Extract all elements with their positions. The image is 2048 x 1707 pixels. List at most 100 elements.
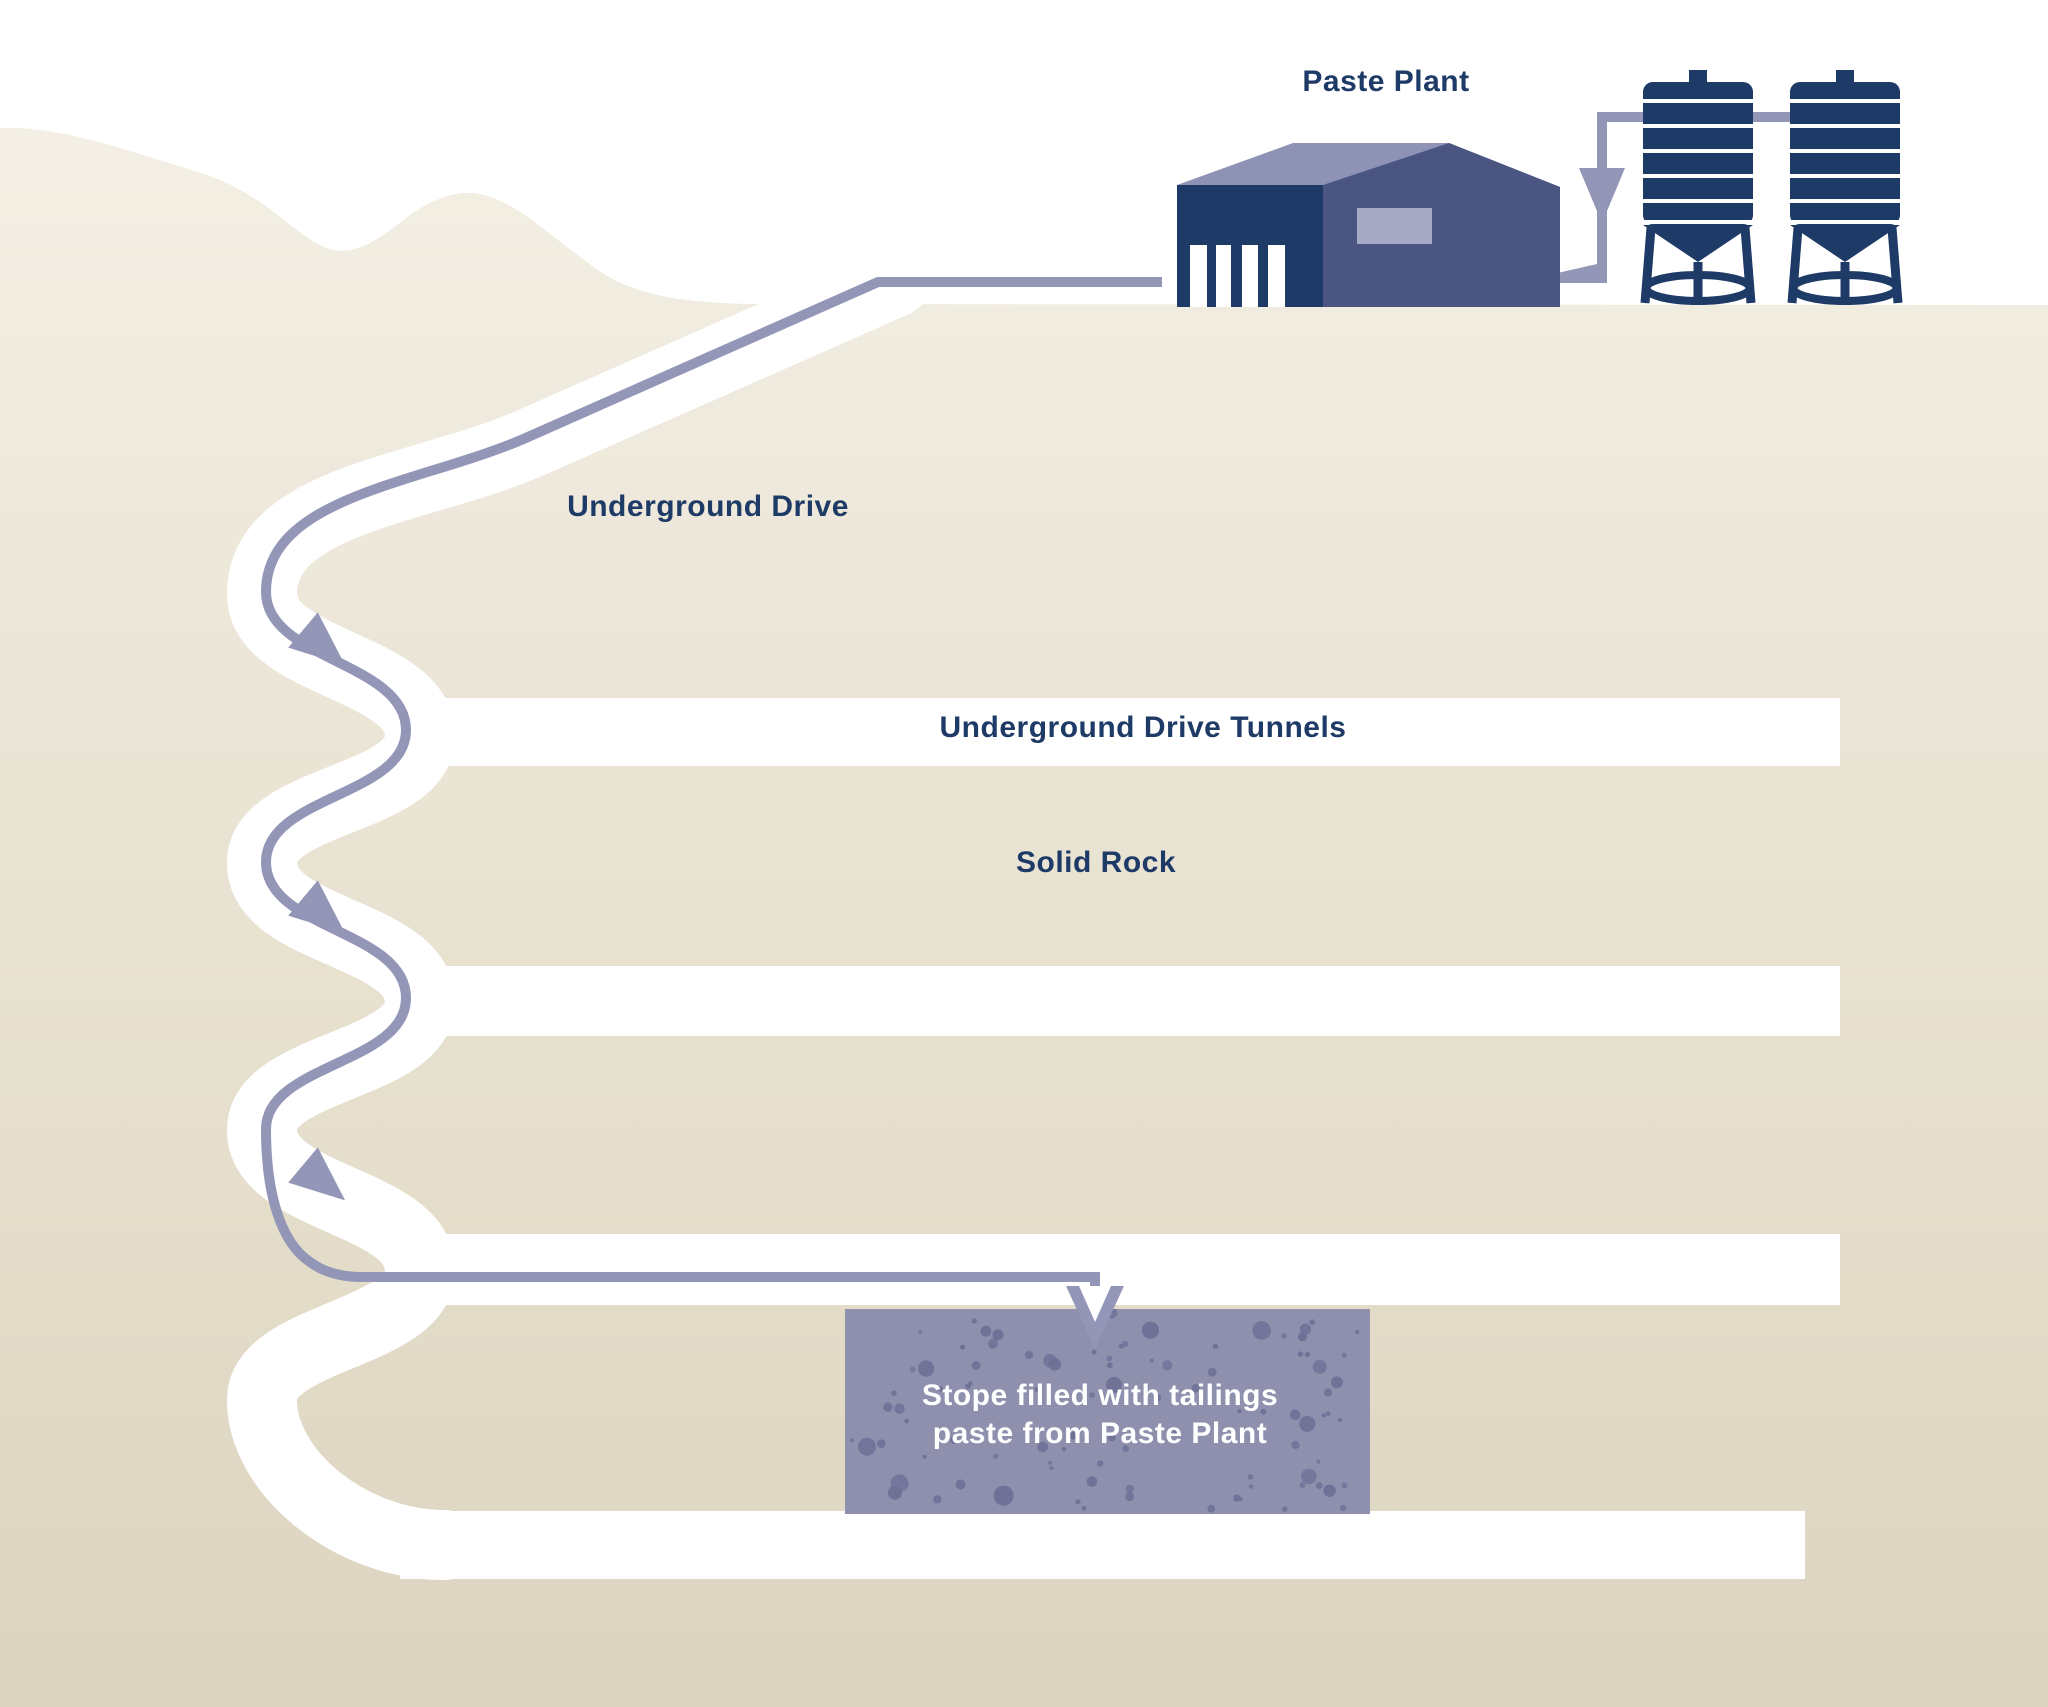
- stope-speckle-dot: [850, 1438, 855, 1443]
- stope-speckle-dot: [993, 1453, 999, 1459]
- stope-speckle-dot: [1069, 1431, 1078, 1440]
- stope-speckle-dot: [1237, 1409, 1242, 1414]
- stope-speckle-dot: [980, 1325, 992, 1337]
- stope-speckle-dot: [1207, 1504, 1216, 1513]
- stope-speckle-dot: [1297, 1351, 1304, 1357]
- pipe-arrow-1: [288, 612, 346, 666]
- paste-pipe-line: [260, 277, 1162, 1292]
- stope-speckle-dot: [1316, 1459, 1321, 1464]
- stope-speckle-dot: [1298, 1332, 1307, 1342]
- building-side-wall: [1323, 143, 1560, 307]
- solid-rock-label: Solid Rock: [1016, 846, 1176, 879]
- stope-speckle-dot: [1299, 1482, 1306, 1488]
- paste-plant-building: [1177, 143, 1560, 307]
- stope-speckle-dot: [1089, 1392, 1095, 1399]
- stope-speckle-dot: [1330, 1376, 1343, 1389]
- stope-speckle-dot: [1106, 1355, 1113, 1362]
- stope-speckle-dot: [1291, 1440, 1300, 1450]
- stope-speckle-dot: [1047, 1460, 1052, 1465]
- stope-speckle-dot: [1191, 1384, 1200, 1393]
- stope-speckle-dot: [1309, 1319, 1315, 1325]
- stope-speckle-dot: [883, 1402, 893, 1412]
- stope-speckle-dot: [1141, 1321, 1159, 1339]
- stope-speckle-dot: [1097, 1460, 1104, 1467]
- stope-speckle-dot: [1037, 1441, 1049, 1453]
- stope-speckle-dot: [1238, 1496, 1243, 1502]
- stope-speckle-dot: [922, 1454, 927, 1460]
- stope-arrow-notch: [1079, 1286, 1111, 1322]
- stope-speckle-dot: [918, 1330, 923, 1335]
- stope-speckle-dot: [909, 1366, 916, 1373]
- stope-speckle-dot: [1304, 1351, 1311, 1358]
- stope-speckle-dot: [1207, 1367, 1217, 1377]
- stope-speckle-dot: [1149, 1358, 1154, 1363]
- stope-speckle-dot: [1125, 1484, 1135, 1494]
- stope-speckle-dot: [1049, 1465, 1054, 1471]
- stope-speckle-dot: [1048, 1358, 1062, 1371]
- stope-speckle-dot: [1061, 1446, 1067, 1452]
- stope-speckle-dot: [891, 1390, 897, 1396]
- stope-speckle-dot: [1289, 1409, 1301, 1421]
- stope-speckle-dot: [1247, 1474, 1254, 1480]
- stope-speckle-dot: [1172, 1427, 1179, 1434]
- stope-speckle-dot: [1341, 1482, 1348, 1489]
- stope-speckle-dot: [894, 1403, 905, 1414]
- silo-2: [1787, 70, 1903, 305]
- tunnel-level-1: [400, 698, 1840, 766]
- stope-speckle-dot: [971, 1361, 981, 1370]
- stope-speckle-dot: [950, 1435, 958, 1444]
- paste-plant-label: Paste Plant: [1302, 65, 1469, 98]
- stope-speckle-dot: [1299, 1415, 1316, 1432]
- stope-speckle-dot: [1324, 1388, 1332, 1397]
- stope-speckle-dot: [1312, 1359, 1327, 1374]
- stope-speckle-dot: [1212, 1343, 1219, 1350]
- silo-1: [1640, 70, 1756, 305]
- building-roof-left: [1177, 143, 1449, 185]
- stope-speckle-dot: [955, 1479, 966, 1490]
- stope-speckle-dot: [1107, 1433, 1116, 1442]
- stope-speckle-dot: [890, 1474, 909, 1493]
- stope-speckles: [850, 1309, 1360, 1513]
- terrain: [0, 127, 2048, 1707]
- stope-speckle-dot: [1252, 1321, 1271, 1340]
- underground-drive-label: Underground Drive: [567, 490, 849, 523]
- stope-speckle-dot: [1323, 1484, 1336, 1498]
- stope-speckle-dot: [918, 1360, 935, 1377]
- tunnel-level-4: [400, 1511, 1805, 1579]
- stope-speckle-dot: [1034, 1386, 1041, 1393]
- silo-feed-arrow: [1579, 168, 1625, 223]
- stope-caption-line2: paste from Paste Plant: [933, 1417, 1267, 1450]
- stope-speckle-dot: [1144, 1384, 1149, 1389]
- stope-speckle-dot: [960, 1344, 966, 1350]
- pipe-arrow-3: [288, 1147, 346, 1201]
- stope-speckle-dot: [937, 1386, 944, 1392]
- stope-speckle-dot: [967, 1381, 973, 1386]
- stope-speckle-dot: [1339, 1504, 1347, 1512]
- stope-speckle-dot: [1325, 1411, 1331, 1417]
- stope-speckle-dot: [1248, 1484, 1254, 1489]
- stope-speckle-dot: [1260, 1408, 1267, 1415]
- stope-speckle-dot: [1086, 1476, 1098, 1487]
- stope-speckle-dot: [971, 1318, 978, 1324]
- stope-speckle-dot: [1281, 1506, 1288, 1512]
- stope-speckle-dot: [858, 1437, 876, 1456]
- underground-drive-tunnels-label: Underground Drive Tunnels: [940, 711, 1347, 744]
- building-door-stripes: [1190, 245, 1285, 307]
- stope-speckle-dot: [1281, 1333, 1287, 1339]
- stope-speckle-dot: [877, 1439, 886, 1448]
- stope-speckle-dot: [1122, 1445, 1130, 1452]
- stope-speckle-dot: [1321, 1413, 1326, 1418]
- stope-speckle-dot: [1315, 1482, 1323, 1489]
- stope-speckle-dot: [933, 1495, 942, 1504]
- stope-arrow: [1066, 1286, 1124, 1349]
- stope-speckle-dot: [1121, 1340, 1129, 1348]
- stope-caption-line1: Stope filled with tailings: [922, 1379, 1278, 1412]
- stope-speckle-dot: [1301, 1468, 1317, 1485]
- stope: [845, 1309, 1370, 1514]
- stope-speckle-dot: [988, 1338, 998, 1349]
- ramp-arrows: [288, 168, 1625, 1201]
- stope-speckle-dot: [1091, 1349, 1097, 1355]
- stope-speckle-dot: [1125, 1492, 1134, 1502]
- stope-speckle-dot: [992, 1329, 1004, 1341]
